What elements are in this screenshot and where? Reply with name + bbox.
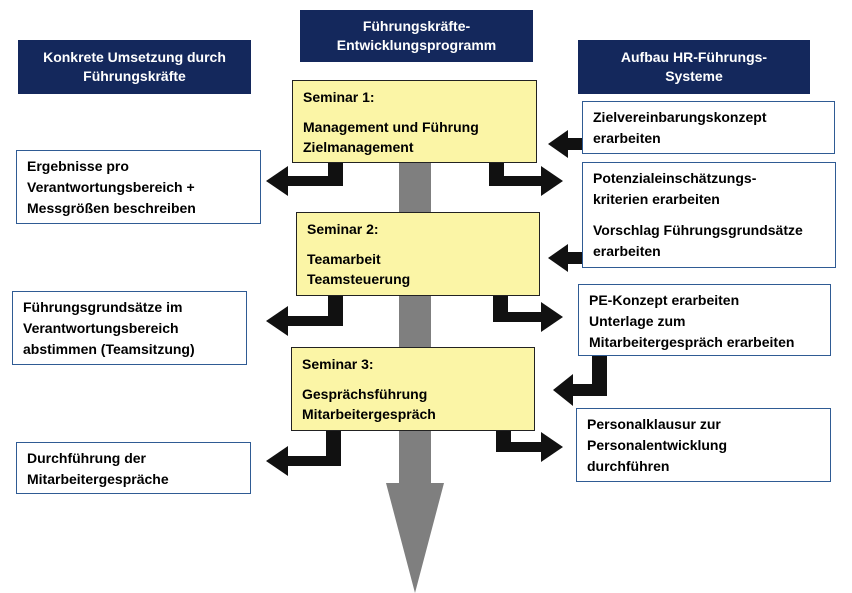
arrow-s2-to-right [493, 296, 563, 332]
header-center-line-2: Entwicklungsprogramm [336, 37, 497, 53]
right-box-potenzial-grundsaetze: Potenzialeinschätzungs- kriterien erarbe… [582, 162, 836, 268]
right-box-2-spacer [593, 210, 825, 220]
right-box-3-line-2: Unterlage zum [589, 313, 686, 329]
seminar-1-line-2: Zielmanagement [303, 139, 414, 155]
left-box-2-line-3: abstimmen (Teamsitzung) [23, 341, 195, 357]
right-box-4-line-3: durchführen [587, 458, 670, 474]
arrow-pe-to-s3 [553, 356, 607, 406]
right-box-pe-konzept: PE-Konzept erarbeiten Unterlage zum Mita… [578, 284, 831, 356]
left-box-fuehrungsgrundsaetze: Führungsgrundsätze im Verantwortungsbere… [12, 291, 247, 365]
arrow-zielvereinbarung-to-s1-shape [548, 130, 583, 158]
header-left-line-2: Führungskräfte [83, 68, 186, 84]
right-box-zielvereinbarung: Zielvereinbarungskonzept erarbeiten [582, 101, 835, 154]
right-box-2-line-2: kriterien erarbeiten [593, 191, 720, 207]
left-box-2-line-2: Verantwortungsbereich [23, 320, 179, 336]
seminar-1-line-1: Management und Führung [303, 119, 479, 135]
right-box-3-line-3: Mitarbeitergespräch erarbeiten [589, 334, 795, 350]
seminar-2-line-2: Teamsteuerung [307, 271, 411, 287]
left-box-1-line-1: Ergebnisse pro [27, 158, 129, 174]
header-right-line-2: Systeme [665, 68, 723, 84]
left-box-durchfuehrung: Durchführung der Mitarbeitergespräche [16, 442, 251, 494]
header-center-line-1: Führungskräfte- [362, 18, 471, 34]
seminar-3-box: Seminar 3: Gesprächsführung Mitarbeiterg… [291, 347, 535, 431]
left-box-1-line-2: Verantwortungsbereich + [27, 179, 195, 195]
header-right: Aufbau HR-Führungs- Systeme [578, 40, 810, 94]
seminar-1-box: Seminar 1: Management und Führung Zielma… [292, 80, 537, 163]
header-center: Führungskräfte- Entwicklungsprogramm [300, 10, 533, 62]
arrow-s1-to-left [266, 160, 343, 196]
arrow-grundsaetze-to-s2 [548, 244, 583, 272]
right-box-personalklausur: Personalklausur zur Personalentwicklung … [576, 408, 831, 482]
seminar-2-line-1: Teamarbeit [307, 251, 381, 267]
arrow-s1-to-right [489, 160, 563, 196]
arrow-s2-to-left [266, 296, 343, 336]
right-box-1-line-2: erarbeiten [593, 130, 661, 146]
left-box-3-line-2: Mitarbeitergespräche [27, 471, 169, 487]
header-left-line-1: Konkrete Umsetzung durch [43, 49, 226, 65]
left-box-1-line-3: Messgrößen beschreiben [27, 200, 196, 216]
header-right-line-1: Aufbau HR-Führungs- [620, 49, 768, 65]
left-box-2-line-1: Führungsgrundsätze im [23, 299, 183, 315]
left-box-3-line-1: Durchführung der [27, 450, 146, 466]
seminar-2-box: Seminar 2: Teamarbeit Teamsteuerung [296, 212, 540, 296]
seminar-3-title: Seminar 3: [302, 356, 374, 372]
right-box-1-line-1: Zielvereinbarungskonzept [593, 109, 767, 125]
seminar-3-line-1: Gesprächsführung [302, 386, 428, 402]
right-box-4-line-1: Personalklausur zur [587, 416, 721, 432]
seminar-1-title: Seminar 1: [303, 89, 375, 105]
arrow-s3-to-left [266, 430, 341, 476]
right-box-3-line-1: PE-Konzept erarbeiten [589, 292, 740, 308]
right-box-4-line-2: Personalentwicklung [587, 437, 728, 453]
arrow-s3-to-right [496, 430, 563, 462]
seminar-2-title: Seminar 2: [307, 221, 379, 237]
right-box-2-line-1: Potenzialeinschätzungs- [593, 170, 757, 186]
seminar-3-line-2: Mitarbeitergespräch [302, 406, 436, 422]
left-box-ergebnisse: Ergebnisse pro Verantwortungsbereich + M… [16, 150, 261, 224]
right-box-2-line-3: Vorschlag Führungsgrundsätze [593, 222, 803, 238]
header-left: Konkrete Umsetzung durch Führungskräfte [18, 40, 251, 94]
right-box-2-line-4: erarbeiten [593, 243, 661, 259]
